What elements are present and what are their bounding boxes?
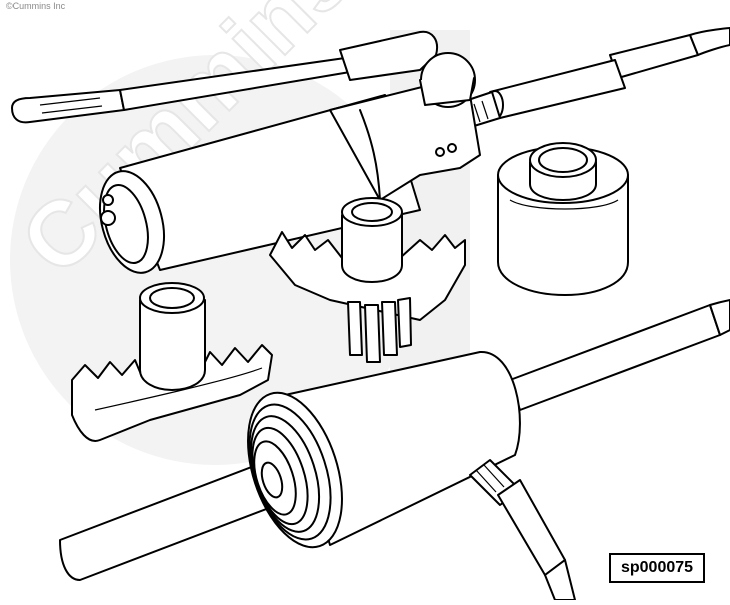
figure-id-label: sp000075 bbox=[609, 553, 705, 583]
copyright-text: ©Cummins Inc bbox=[6, 1, 66, 11]
upper-hose bbox=[467, 59, 626, 127]
puller-foot-left bbox=[71, 282, 273, 442]
bushing-adapter bbox=[497, 142, 629, 296]
hydraulic-cylinder bbox=[247, 350, 521, 549]
lower-hose bbox=[469, 459, 576, 601]
pump-body bbox=[99, 52, 481, 274]
puller-foot-center bbox=[269, 197, 466, 363]
upper-threaded-rod bbox=[609, 27, 730, 79]
